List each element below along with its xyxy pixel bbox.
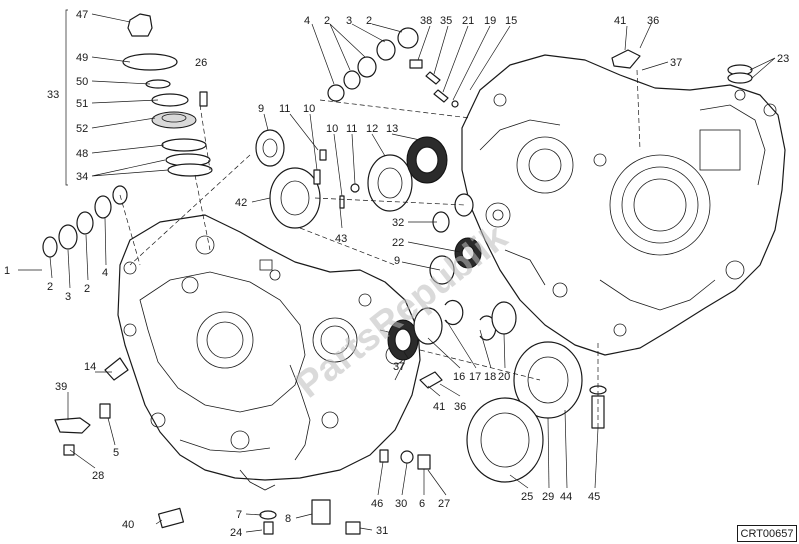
- callout-38: 38: [420, 15, 432, 27]
- callout-45: 45: [588, 491, 600, 503]
- left-seal-stack: [42, 185, 128, 258]
- callout-12: 12: [366, 123, 378, 135]
- mid-bearings: [255, 129, 482, 285]
- callout-7: 7: [236, 509, 242, 521]
- callout-17: 17: [469, 371, 481, 383]
- right-crankcase-half: [461, 54, 786, 356]
- callout-25: 25: [521, 491, 533, 503]
- callout-42: 42: [235, 197, 247, 209]
- callout-2-top-b: 2: [366, 15, 372, 27]
- callout-20: 20: [498, 371, 510, 383]
- callout-46: 46: [371, 498, 383, 510]
- callout-27: 27: [438, 498, 450, 510]
- callout-26: 26: [195, 57, 207, 69]
- callout-41-mid: 41: [433, 401, 445, 413]
- callout-9-top: 9: [258, 103, 264, 115]
- callout-33: 33: [47, 89, 59, 101]
- callout-36-mid: 36: [454, 401, 466, 413]
- callout-30: 30: [395, 498, 407, 510]
- callout-3-top: 3: [346, 15, 352, 27]
- callout-13: 13: [386, 123, 398, 135]
- callout-44: 44: [560, 491, 572, 503]
- callout-24: 24: [230, 527, 242, 539]
- upper-seal-stack: [327, 27, 459, 108]
- callout-37-top: 37: [670, 57, 682, 69]
- callout-43: 43: [335, 233, 347, 245]
- callout-2-left-b: 2: [84, 283, 90, 295]
- callout-10-top: 10: [303, 103, 315, 115]
- oil-pump-assembly: [65, 9, 213, 186]
- callout-8: 8: [285, 513, 291, 525]
- callout-31: 31: [376, 525, 388, 537]
- callout-1: 1: [4, 265, 10, 277]
- callout-21: 21: [462, 15, 474, 27]
- callout-39: 39: [55, 381, 67, 393]
- callout-numbers: 47 49 50 51 52 48 34 33 26 1 2 3 2 4 4 2…: [4, 9, 789, 539]
- callout-22: 22: [392, 237, 404, 249]
- callout-50: 50: [76, 76, 88, 88]
- callout-14: 14: [84, 361, 96, 373]
- callout-15: 15: [505, 15, 517, 27]
- callout-28: 28: [92, 470, 104, 482]
- callout-4-left: 4: [102, 267, 108, 279]
- callout-32: 32: [392, 217, 404, 229]
- callout-35: 35: [440, 15, 452, 27]
- callout-16: 16: [453, 371, 465, 383]
- callout-3-left: 3: [65, 291, 71, 303]
- callout-9-mid: 9: [394, 255, 400, 267]
- callout-11-top: 11: [279, 103, 290, 115]
- callout-6: 6: [419, 498, 425, 510]
- callout-19: 19: [484, 15, 496, 27]
- lower-bearings: [387, 299, 607, 483]
- leader-lines: [18, 13, 776, 533]
- bottom-fasteners: [54, 49, 753, 535]
- callout-29: 29: [542, 491, 554, 503]
- callout-2-left-a: 2: [47, 281, 53, 293]
- callout-10-mid: 10: [326, 123, 338, 135]
- callout-2-top-a: 2: [324, 15, 330, 27]
- callout-48: 48: [76, 148, 88, 160]
- callout-34: 34: [76, 171, 88, 183]
- callout-5: 5: [113, 447, 119, 459]
- callout-18: 18: [484, 371, 496, 383]
- callout-52: 52: [76, 123, 88, 135]
- callout-23: 23: [777, 53, 789, 65]
- callout-41-top: 41: [614, 15, 626, 27]
- assembly-lines: [119, 69, 641, 428]
- callout-11-mid: 11: [346, 123, 357, 135]
- callout-40: 40: [122, 519, 134, 531]
- left-crankcase-half: [117, 214, 421, 491]
- callout-36-top: 36: [647, 15, 659, 27]
- callout-49: 49: [76, 52, 88, 64]
- diagram-code-label: CRT00657: [737, 525, 797, 542]
- callout-51: 51: [76, 98, 88, 110]
- callout-47: 47: [76, 9, 88, 21]
- callout-4-top: 4: [304, 15, 310, 27]
- callout-37-mid: 37: [393, 361, 405, 373]
